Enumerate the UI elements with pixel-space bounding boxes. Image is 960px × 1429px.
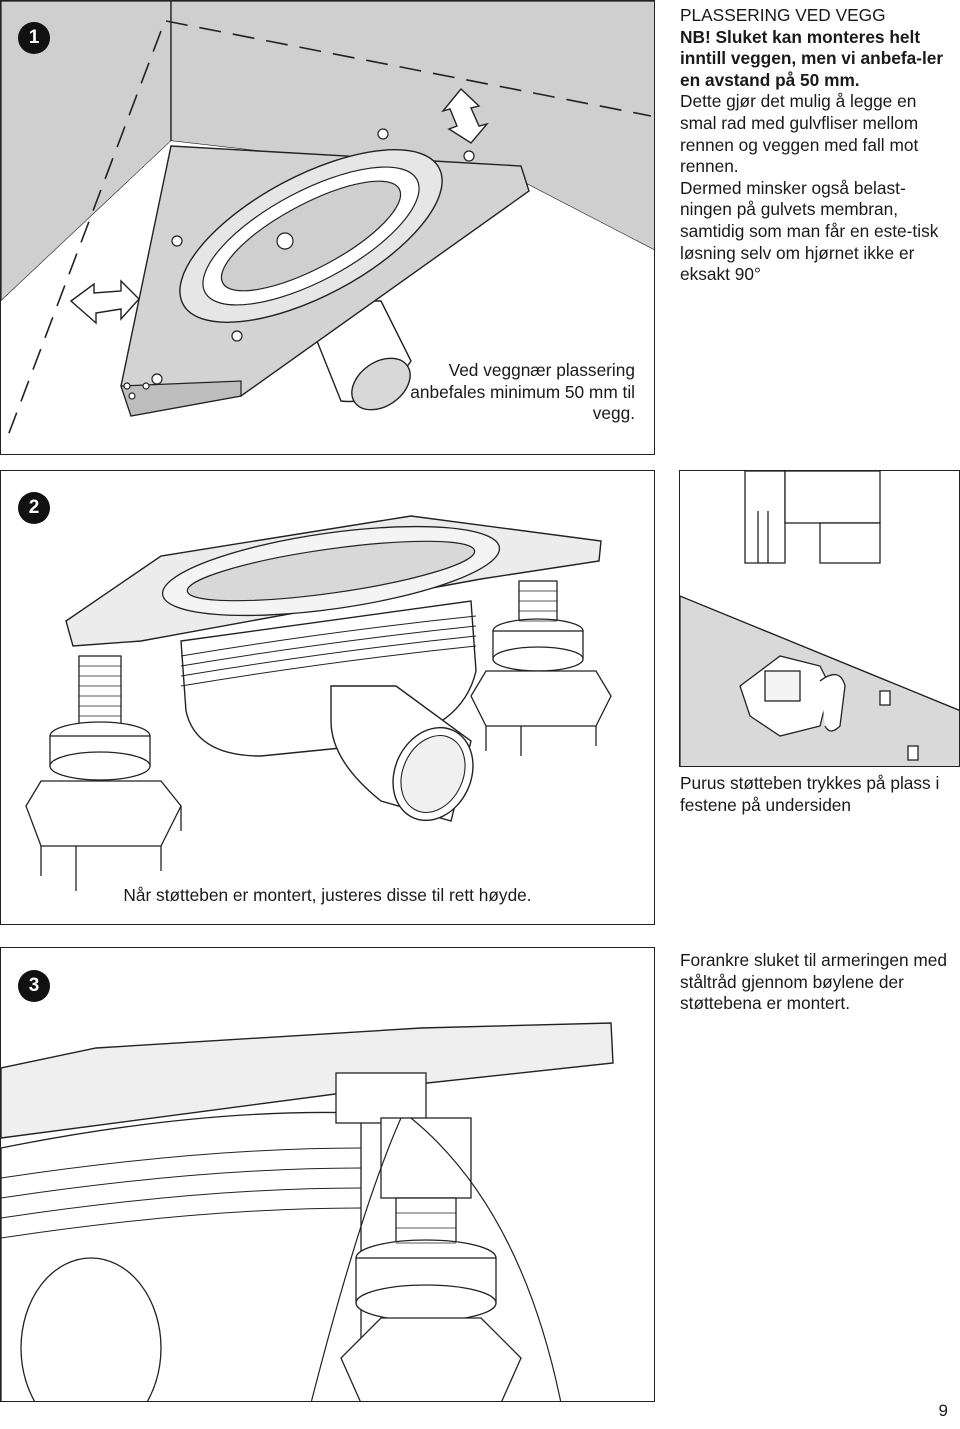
- step-badge-1: 1: [18, 22, 50, 54]
- section1-caption: Ved veggnær plassering anbefales minimum…: [410, 360, 635, 423]
- drain-with-legs-drawing: [25, 515, 612, 891]
- illustration-support-legs: [0, 470, 655, 925]
- page-number: 9: [938, 1401, 948, 1420]
- drain-near-wall-drawing: [1, 1, 654, 454]
- section1-para1: Dette gjør det mulig å legge en smal rad…: [680, 91, 919, 177]
- section1-para2: Dermed minsker også belast-ningen på gul…: [680, 177, 939, 285]
- anchoring-wire-drawing: [1, 1022, 614, 1401]
- section2-caption: Når støtteben er montert, justeres disse…: [123, 885, 532, 905]
- section1-text: PLASSERING VED VEGG NB! Sluket kan monte…: [680, 5, 955, 286]
- illustration-clip-detail: [679, 470, 960, 767]
- illustration-anchoring: [0, 947, 655, 1402]
- section2-side-caption: Purus støtteben trykkes på plass i feste…: [680, 773, 940, 815]
- section1-heading: PLASSERING VED VEGG: [680, 5, 886, 25]
- step-badge-3: 3: [18, 970, 50, 1002]
- section3-text: Forankre sluket til armeringen med stålt…: [680, 950, 948, 1014]
- illustration-wall-placement: [0, 0, 655, 455]
- step-badge-2: 2: [18, 492, 50, 524]
- leg-clip-detail-drawing: [680, 471, 959, 766]
- section1-note: NB! Sluket kan monteres helt inntill veg…: [680, 26, 944, 90]
